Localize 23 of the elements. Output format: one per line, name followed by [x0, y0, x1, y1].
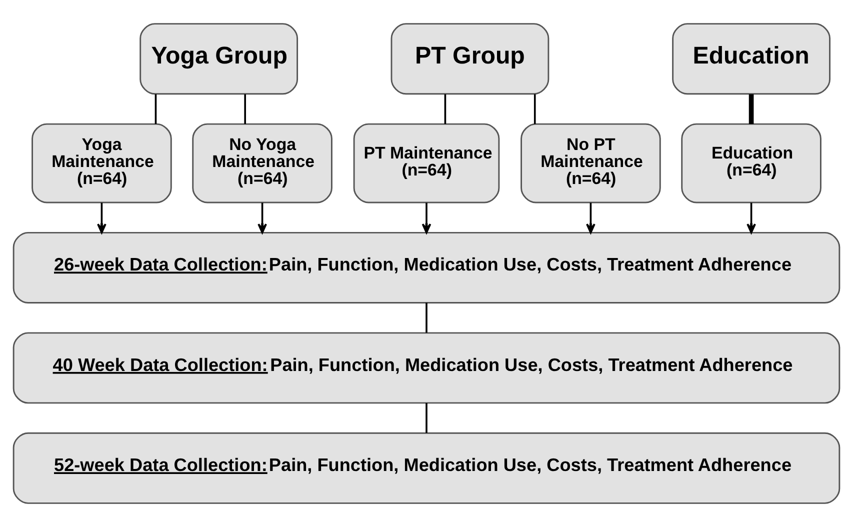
- node-box: 26-week Data Collection:Pain, Function, Medication Use, Costs, Treatment Adherence: [12, 232, 840, 304]
- node-box: Yoga Maintenance (n=64): [32, 123, 172, 204]
- connector: [426, 403, 428, 433]
- arrow: [97, 202, 106, 234]
- node-box: No PT Maintenance (n=64): [520, 123, 661, 204]
- arrow: [586, 202, 596, 234]
- connector: [244, 94, 246, 124]
- node-box: 40 Week Data Collection:Pain, Function, Medication Use, Costs, Treatment Adherence: [12, 332, 840, 404]
- connector: [748, 94, 754, 124]
- node-box: No Yoga Maintenance (n=64): [192, 123, 332, 204]
- node-box: Education: [672, 23, 830, 95]
- node-box: PT Maintenance (n=64): [353, 123, 500, 204]
- connector: [154, 94, 157, 124]
- connector: [444, 94, 446, 124]
- arrow: [422, 202, 432, 234]
- connector: [534, 94, 536, 124]
- connector: [426, 302, 428, 333]
- node-box: Education (n=64): [681, 123, 822, 204]
- node-box: 52-week Data Collection:Pain, Function, Medication Use, Costs, Treatment Adherence: [12, 432, 840, 504]
- arrow: [258, 202, 267, 234]
- node-box: Yoga Group: [140, 23, 298, 95]
- node-box: PT Group: [390, 23, 550, 95]
- arrow: [746, 202, 756, 234]
